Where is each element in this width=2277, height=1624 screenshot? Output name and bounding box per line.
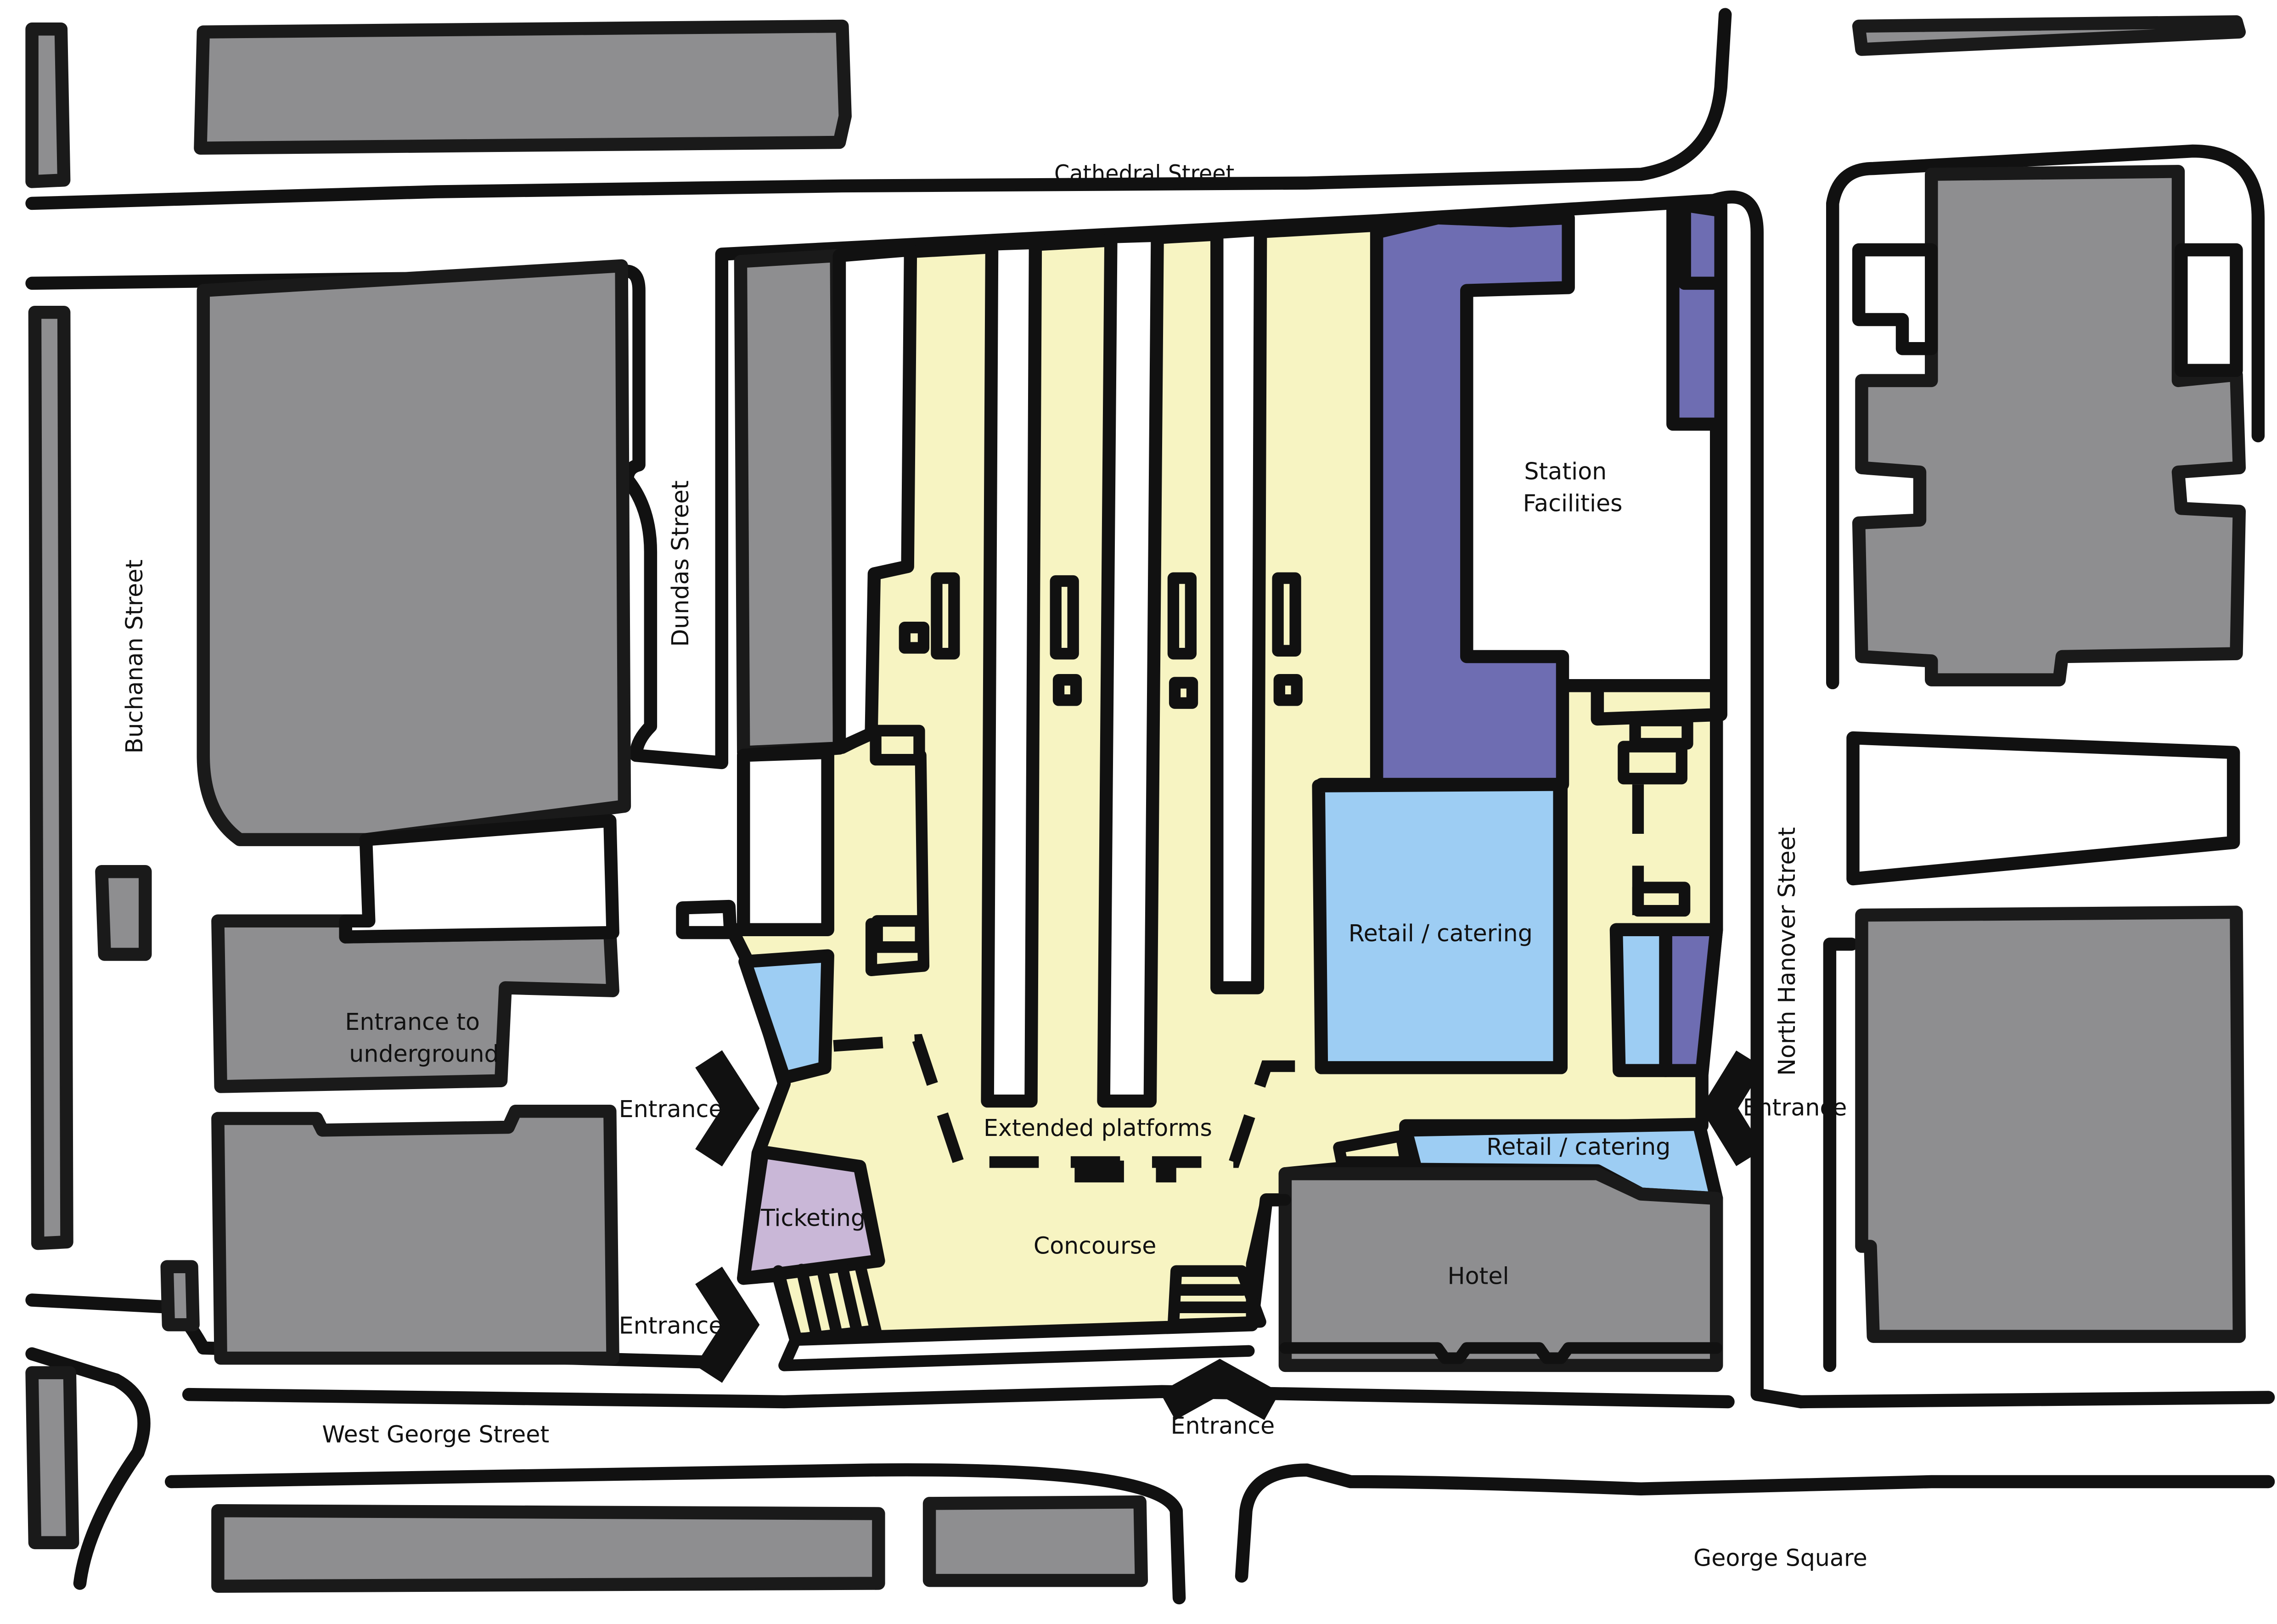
label-entrance-south: Entrance — [1171, 1412, 1275, 1439]
label-retail-main: Retail / catering — [1349, 920, 1533, 947]
label-station-facilities-1: Station — [1524, 458, 1607, 485]
label-north-hanover-street: North Hanover Street — [1773, 827, 1800, 1076]
label-ticketing: Ticketing — [760, 1204, 866, 1231]
entrance-arrow-west-upper — [695, 1050, 760, 1167]
surrounding-buildings — [25, 15, 2246, 1593]
label-underground-1: Entrance to — [345, 1008, 480, 1035]
label-buchanan-street: Buchanan Street — [121, 560, 148, 754]
ticketing-area — [737, 1145, 885, 1285]
label-entrance-west-lower: Entrance — [619, 1312, 723, 1339]
label-entrance-east: Entrance — [1743, 1094, 1847, 1121]
hotel-building — [1278, 1167, 1723, 1372]
platform-strip-1 — [981, 236, 1042, 1108]
retail-catering-west — [738, 949, 834, 1085]
label-station-facilities-2: Facilities — [1523, 490, 1623, 517]
entrance-arrow-south — [1159, 1359, 1280, 1420]
label-entrance-west-upper: Entrance — [619, 1096, 723, 1123]
label-dundas-street: Dundas Street — [667, 480, 694, 647]
building-south-left — [211, 1504, 885, 1593]
label-underground-2: underground — [349, 1040, 499, 1068]
building-left-edge-bottom — [25, 1366, 79, 1550]
platform-fixtures — [836, 572, 1693, 976]
label-west-george-street: West George Street — [322, 1421, 549, 1448]
building-buchanan-block — [197, 259, 631, 846]
entrance-arrow-west-lower — [695, 1266, 760, 1383]
building-west-lower — [211, 1104, 619, 1365]
label-cathedral-street: Cathedral Street — [1054, 160, 1234, 187]
building-small-strip — [160, 1260, 200, 1332]
labels: Cathedral Street Buchanan Street Dundas … — [121, 160, 1867, 1571]
entrance-markers — [695, 1050, 1764, 1420]
station — [725, 197, 1727, 1372]
retail-catering-main — [1312, 778, 1566, 1074]
minor-blocks — [339, 243, 2243, 944]
platform-strip-2 — [1097, 229, 1164, 1108]
platform-west-gap — [737, 746, 834, 936]
retail-catering-small — [1609, 923, 1672, 1077]
label-retail-south: Retail / catering — [1486, 1133, 1670, 1160]
platform-strip-3 — [1210, 223, 1267, 995]
building-left-edge-top — [25, 22, 71, 188]
building-south-mid — [922, 1495, 1148, 1587]
building-dundas-east — [734, 249, 846, 759]
station-facilities — [1370, 197, 1727, 791]
building-east-upper — [1852, 165, 2246, 686]
entrance-arrow-east — [1700, 1051, 1764, 1166]
label-concourse: Concourse — [1034, 1232, 1157, 1259]
label-george-square: George Square — [1693, 1544, 1867, 1571]
building-nw-top — [194, 19, 852, 155]
label-extended-platforms: Extended platforms — [984, 1114, 1212, 1141]
building-ne-top — [1852, 15, 2246, 56]
building-left-edge-long — [28, 305, 73, 1250]
station-facilities-strip — [1659, 923, 1723, 1077]
building-small-square — [95, 865, 152, 961]
label-hotel: Hotel — [1448, 1263, 1509, 1290]
building-east-lower — [1855, 905, 2246, 1343]
